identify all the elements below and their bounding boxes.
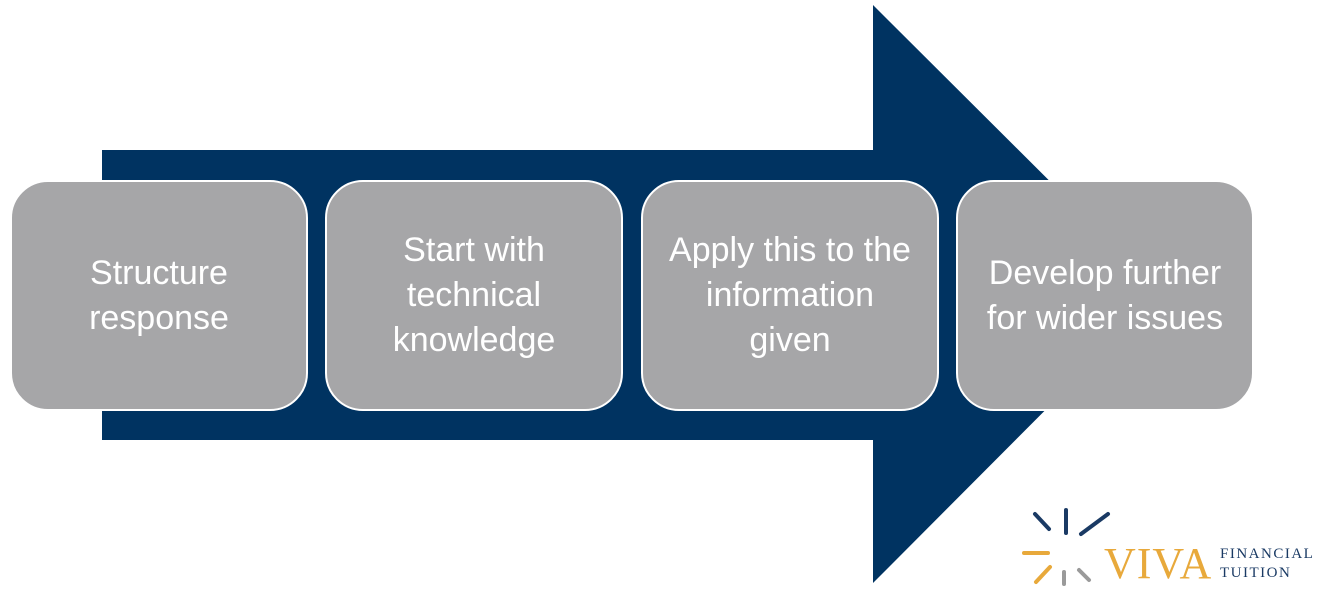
step-label: Apply this to the information given [669,231,911,359]
sunburst-icon [1022,508,1110,586]
logo-line-financial: FINANCIAL [1220,546,1315,562]
arrow-shape [102,5,1162,583]
step-label: Structure response [89,253,229,337]
step-box-technical-knowledge: Start with technical knowledge [325,180,623,411]
logo-wordmark: VIVA [1104,539,1213,588]
step-box-apply-information: Apply this to the information given [641,180,939,411]
logo-line-tuition: TUITION [1220,565,1292,581]
viva-financial-tuition-logo: VIVA FINANCIAL TUITION [1012,500,1322,600]
step-label: Start with technical knowledge [392,231,556,359]
step-label: Develop further for wider issues [986,253,1224,337]
step-box-develop-further: Develop further for wider issues [956,180,1254,411]
step-box-structure-response: Structure response [10,180,308,411]
